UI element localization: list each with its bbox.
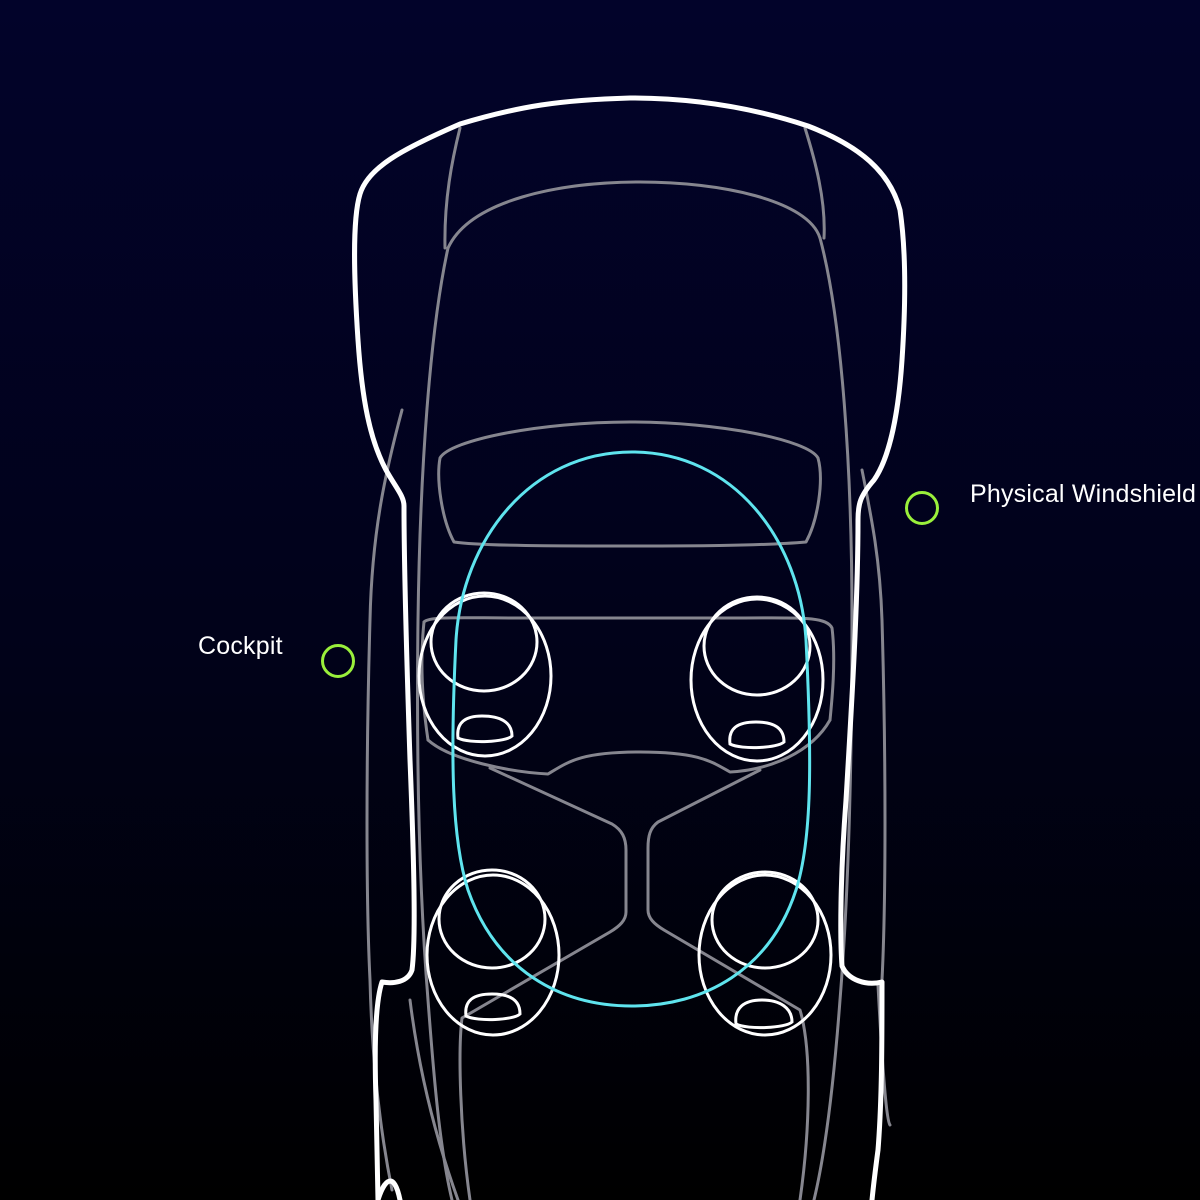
seat-front-right — [689, 595, 825, 763]
cabin-zone-outline — [451, 450, 812, 1008]
tunnel-left — [458, 766, 628, 1200]
windshield-hotspot-ring[interactable] — [905, 491, 939, 525]
right-inner-contour — [812, 236, 854, 1200]
left-inner-contour — [415, 246, 454, 1200]
center-console-top — [426, 718, 832, 776]
seat-rear-left — [425, 868, 561, 1037]
windshield-hotspot-label: Physical Windshield — [970, 480, 1197, 508]
cockpit-hotspot-ring[interactable] — [321, 644, 355, 678]
front-seat-beam-left — [420, 620, 430, 742]
cockpit-hotspot-label: Cockpit — [198, 632, 283, 660]
right-rear-line — [876, 983, 892, 1127]
seat-front-left — [417, 591, 553, 758]
seat-rear-right — [697, 870, 833, 1037]
right-side-line — [860, 468, 887, 982]
rear-left-line — [408, 998, 460, 1200]
car-interior-lines — [365, 126, 892, 1200]
hood-inner-arc — [446, 180, 822, 250]
tunnel-right — [646, 768, 810, 1200]
seats — [417, 591, 833, 1037]
car-body-outline — [352, 95, 908, 1200]
dashboard-block — [437, 420, 822, 548]
car-body-rear-left — [375, 1178, 403, 1200]
hood-seam-right — [803, 126, 826, 240]
hood-seam — [443, 126, 462, 250]
